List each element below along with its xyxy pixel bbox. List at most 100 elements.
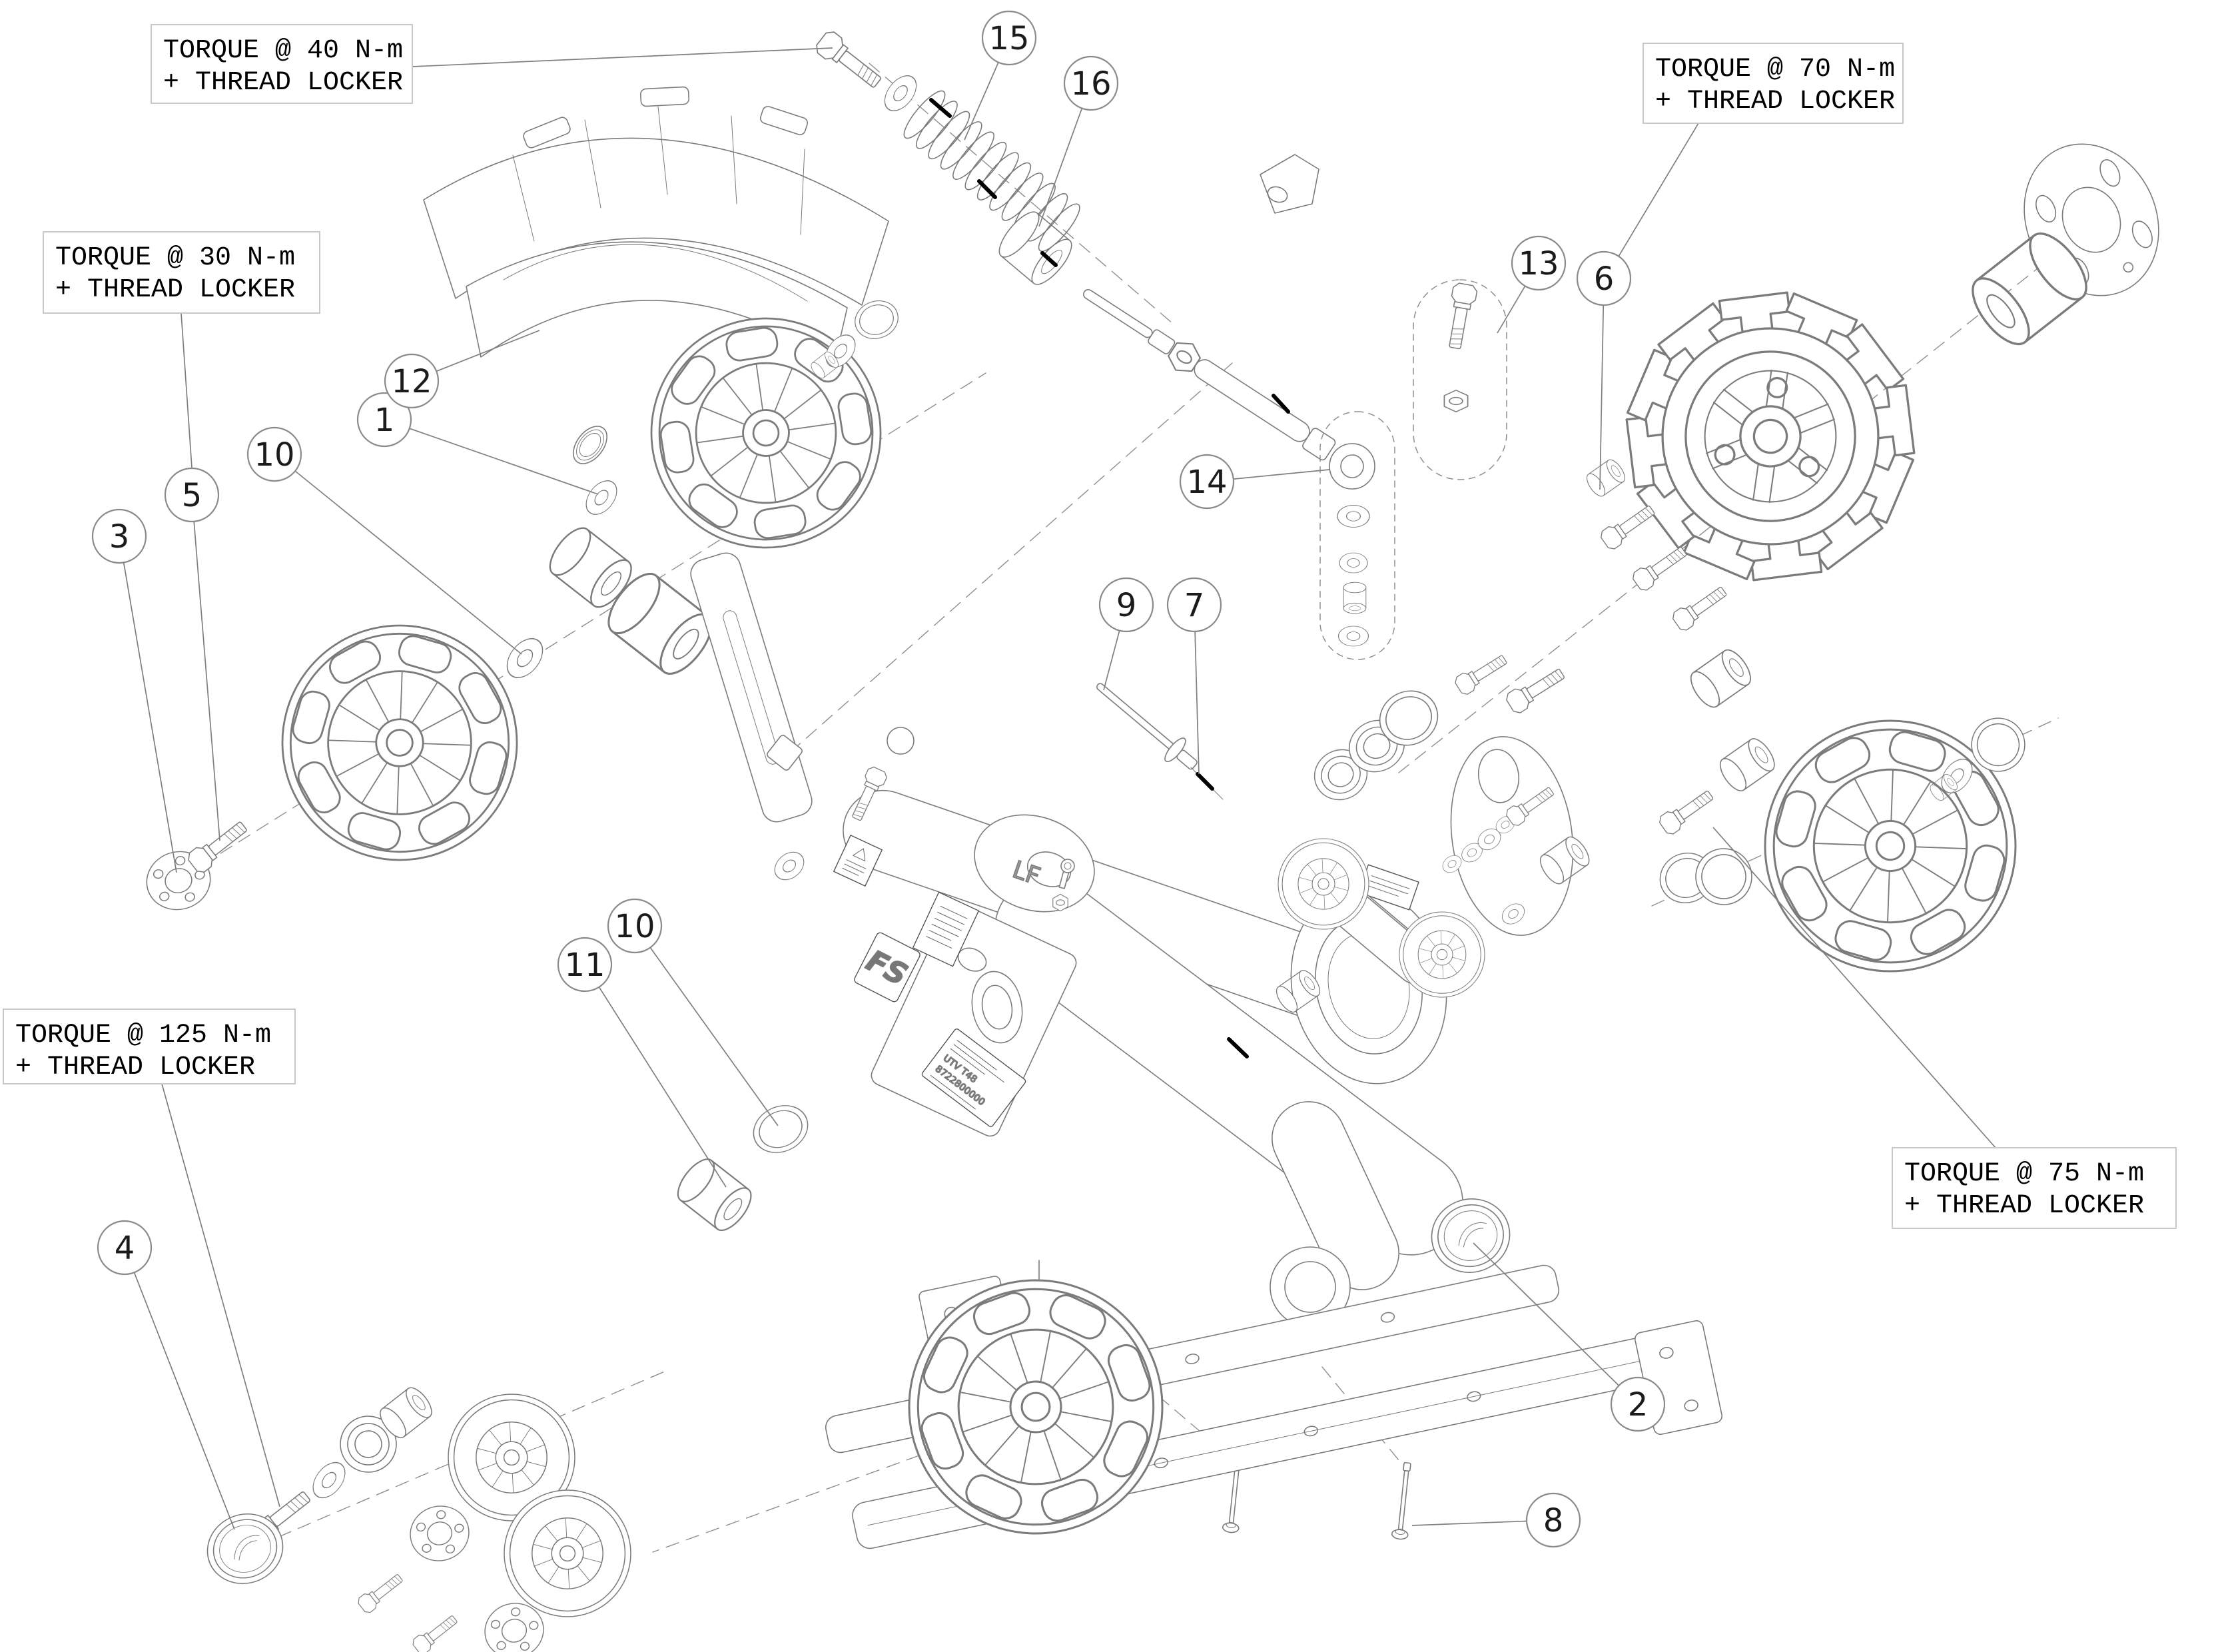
note-30-leader — [181, 313, 192, 468]
axle-tube — [1684, 644, 1757, 713]
callout-13-circle — [1511, 235, 1567, 291]
spacer — [1583, 456, 1629, 500]
pivot-tube-item-11 — [670, 1152, 759, 1237]
callout-2-number: 2 — [1628, 1386, 1649, 1424]
callout-15-number: 15 — [988, 20, 1029, 57]
callout-1-number: 1 — [374, 402, 395, 439]
note-40-line1: TORQUE @ 40 N-m — [163, 36, 403, 66]
note-40: TORQUE @ 40 N-m+ THREAD LOCKER — [151, 24, 413, 104]
callout-11-number: 11 — [564, 947, 605, 984]
rod-end-eye — [1329, 444, 1375, 489]
bearing-item-10 — [745, 1096, 817, 1162]
callout-2-circle — [1610, 1376, 1666, 1432]
note-125-leader — [162, 1084, 280, 1507]
note-75-line2: + THREAD LOCKER — [1904, 1191, 2144, 1221]
callout-13-number: 13 — [1518, 245, 1559, 282]
callout-12-leader — [436, 330, 540, 371]
callout-11-circle — [557, 937, 613, 993]
callout-7-number: 7 — [1184, 587, 1205, 624]
note-40-box — [151, 24, 413, 104]
callout-4-circle — [97, 1220, 153, 1276]
sprocket-bolt — [1598, 500, 1659, 552]
callout-16-circle — [1063, 55, 1119, 111]
callout-2-leader — [1473, 1243, 1619, 1386]
callout-10-leader — [295, 471, 522, 654]
note-40-line2: + THREAD LOCKER — [163, 68, 403, 98]
callout-15-leader — [964, 63, 998, 140]
spec-label: UTV T48 8722800000 — [921, 1028, 1026, 1128]
roller-cluster-bottom-left — [196, 1383, 631, 1652]
callout-8-circle — [1525, 1492, 1581, 1548]
coil-spring-item-15 — [899, 86, 1085, 256]
note-70-line1: TORQUE @ 70 N-m — [1655, 55, 1895, 85]
callout-4-number: 4 — [115, 1230, 135, 1267]
swing-arm-body: LF FS UTV T48 8722800000 — [670, 673, 1585, 1541]
callout-14-leader — [1234, 470, 1329, 479]
note-70: TORQUE @ 70 N-m+ THREAD LOCKER — [1643, 43, 1904, 124]
callout-3-leader — [124, 562, 177, 873]
washer-item-1 — [579, 474, 623, 521]
callout-10-circle — [607, 898, 663, 954]
callout-5-leader — [194, 522, 220, 841]
note-70-line2: + THREAD LOCKER — [1655, 87, 1895, 117]
callout-10-number: 10 — [614, 908, 655, 945]
callout-9-number: 9 — [1116, 587, 1137, 624]
warning-label-2 — [913, 892, 979, 966]
washer-item-10 — [499, 631, 551, 685]
callout-5-number: 5 — [182, 477, 202, 514]
shock-mount-bracket — [1260, 155, 1319, 213]
decal-strip — [1359, 865, 1419, 910]
callout-5-circle — [164, 467, 220, 523]
callout-6-leader — [1600, 305, 1603, 490]
callout-1-leader — [410, 428, 598, 494]
idler-wheel-left — [139, 613, 530, 917]
bogie-roller-set — [1272, 782, 1720, 1016]
callout-4-leader — [135, 1272, 234, 1529]
damper-rod-item-9 — [1088, 673, 1204, 777]
callout-8-leader — [1412, 1521, 1527, 1525]
note-30-line1: TORQUE @ 30 N-m — [55, 243, 295, 273]
note-30-line2: + THREAD LOCKER — [55, 275, 295, 305]
callout-10-number: 10 — [254, 436, 294, 474]
warning-label — [834, 835, 882, 886]
sprocket-bolt — [1670, 581, 1731, 633]
leader-lines — [124, 48, 1996, 1529]
note-30-box — [43, 231, 320, 314]
note-75-box — [1892, 1147, 2177, 1229]
fs-logo-decal: FS — [853, 931, 921, 1003]
wheel-bolt-75nm — [1657, 785, 1718, 837]
rail-bolt-item-8 — [1391, 1461, 1416, 1541]
callout-7-circle — [1166, 577, 1222, 633]
hub-spindle — [1961, 122, 2183, 355]
callout-6-circle — [1576, 250, 1632, 306]
note-70-leader — [1619, 123, 1698, 256]
line-artwork: LF FS UTV T48 8722800000 — [139, 28, 2183, 1652]
drive-sprocket — [1583, 272, 1935, 713]
sprocket-bolt — [1630, 541, 1691, 594]
callout-3-number: 3 — [109, 518, 130, 556]
note-30: TORQUE @ 30 N-m+ THREAD LOCKER — [43, 231, 320, 314]
callout-7-leader — [1195, 631, 1199, 774]
callout-13-leader — [1497, 286, 1525, 333]
grooved-washer — [567, 420, 614, 470]
socket-bolt — [1056, 858, 1076, 890]
callout-1-circle — [356, 392, 412, 448]
callout-16-number: 16 — [1070, 65, 1111, 103]
shock-rod — [1078, 282, 1337, 462]
callout-15-circle — [981, 10, 1037, 66]
callout-10-circle — [246, 426, 302, 482]
bumper-item-16 — [993, 206, 1078, 290]
callout-8-number: 8 — [1543, 1502, 1564, 1539]
callout-9-circle — [1098, 577, 1154, 633]
callout-11-leader — [599, 987, 726, 1187]
road-wheel-upper — [626, 293, 906, 573]
callout-9-leader — [1104, 631, 1120, 690]
callout-14-circle — [1179, 454, 1235, 510]
note-70-box — [1643, 43, 1904, 124]
arm-washer — [769, 846, 810, 886]
note-125-box — [3, 1009, 296, 1084]
callout-10-leader — [650, 948, 778, 1126]
